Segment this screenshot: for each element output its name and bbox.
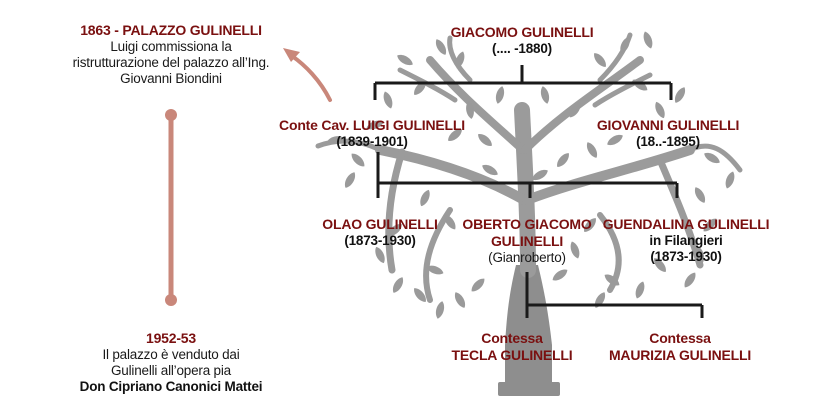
- person-oberto: OBERTO GIACOMO GULINELLI (Gianroberto): [462, 216, 591, 266]
- person-title: Contessa: [452, 330, 573, 347]
- person-giacomo: GIACOMO GULINELLI (.... -1880): [451, 24, 594, 57]
- person-dates: (1839-1901): [279, 134, 465, 150]
- person-dates: (1873-1930): [603, 249, 770, 265]
- person-dates: (.... -1880): [451, 41, 594, 57]
- person-name: MAURIZIA GULINELLI: [609, 347, 751, 364]
- event-1863-line-2: ristrutturazione del palazzo all’Ing.: [73, 55, 270, 71]
- person-name: GIOVANNI GULINELLI: [597, 117, 739, 134]
- timeline-end-dot: [165, 294, 177, 306]
- person-name: GUENDALINA GULINELLI: [603, 216, 770, 233]
- person-maurizia: Contessa MAURIZIA GULINELLI: [609, 330, 751, 364]
- person-name-line-1: OBERTO GIACOMO: [462, 216, 591, 233]
- person-title: Contessa: [609, 330, 751, 347]
- event-1863: 1863 - PALAZZO GULINELLI Luigi commissio…: [73, 22, 270, 87]
- event-1952-title: 1952-53: [80, 330, 263, 347]
- person-luigi: Conte Cav. LUIGI GULINELLI (1839-1901): [279, 117, 465, 150]
- event-1952-bold-line: Don Cipriano Canonici Mattei: [80, 379, 263, 395]
- person-alias: (Gianroberto): [462, 250, 591, 266]
- person-giovanni: GIOVANNI GULINELLI (18..-1895): [597, 117, 739, 150]
- person-dates: (18..-1895): [597, 134, 739, 150]
- person-extra: in Filangieri: [603, 233, 770, 249]
- timeline: [165, 109, 177, 306]
- person-olao: OLAO GULINELLI (1873-1930): [322, 216, 437, 249]
- event-1952-line-2: Gulinelli all’opera pia: [80, 363, 263, 379]
- arrow-icon: [283, 48, 330, 100]
- person-tecla: Contessa TECLA GULINELLI: [452, 330, 573, 364]
- event-1952: 1952-53 Il palazzo è venduto dai Gulinel…: [80, 330, 263, 395]
- person-name: Conte Cav. LUIGI GULINELLI: [279, 117, 465, 134]
- person-dates: (1873-1930): [322, 233, 437, 249]
- timeline-start-dot: [165, 109, 177, 121]
- person-name: GIACOMO GULINELLI: [451, 24, 594, 41]
- person-name-line-2: GULINELLI: [462, 233, 591, 250]
- person-name: OLAO GULINELLI: [322, 216, 437, 233]
- event-1863-line-3: Giovanni Biondini: [73, 71, 270, 87]
- event-1863-line-1: Luigi commissiona la: [73, 39, 270, 55]
- person-guendalina: GUENDALINA GULINELLI in Filangieri (1873…: [603, 216, 770, 265]
- event-1952-line-1: Il palazzo è venduto dai: [80, 347, 263, 363]
- event-1863-title: 1863 - PALAZZO GULINELLI: [73, 22, 270, 39]
- person-name: TECLA GULINELLI: [452, 347, 573, 364]
